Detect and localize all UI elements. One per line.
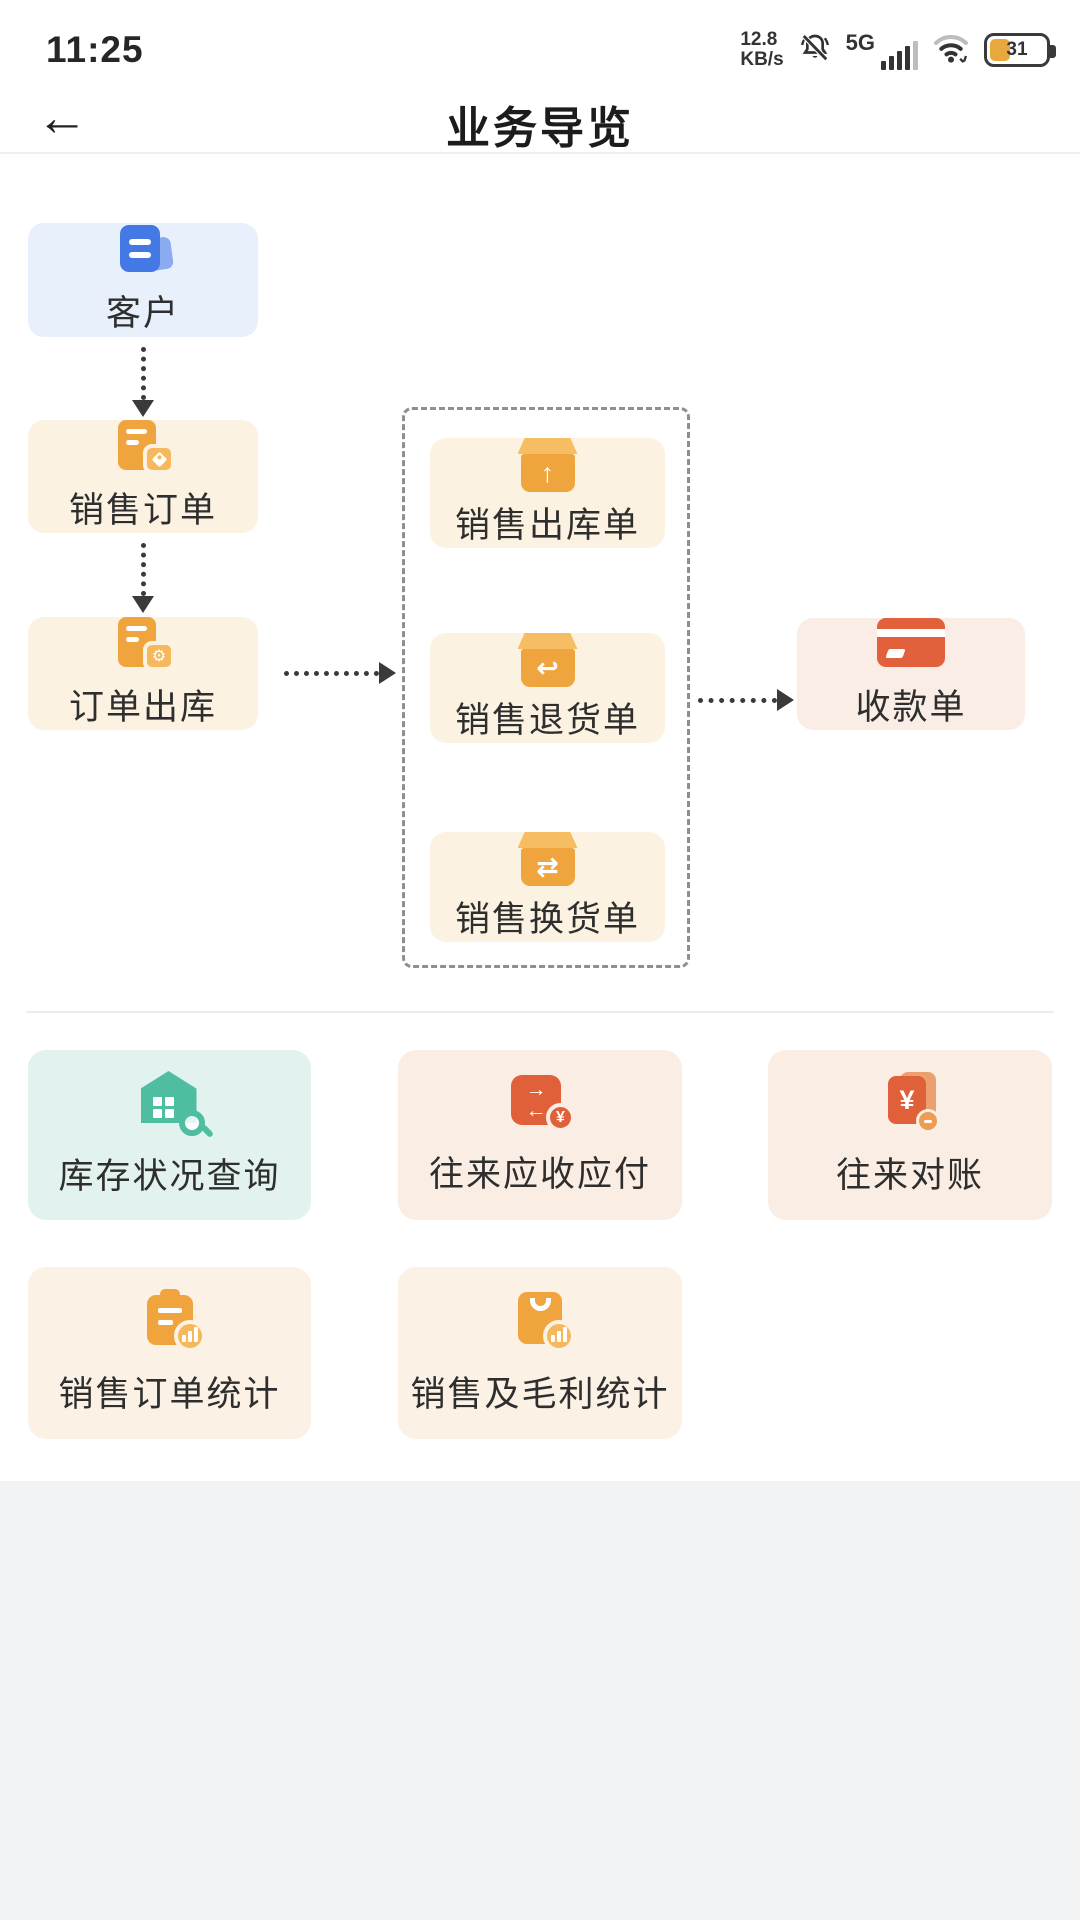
- flow-node-label: 订单出库: [68, 688, 217, 727]
- network-type-label: 5G: [845, 30, 875, 55]
- magnifier-icon: [178, 1110, 205, 1136]
- flow-node-label: 销售退货单: [454, 701, 640, 740]
- arrow-down-customer-to-sales-order: [131, 347, 155, 417]
- flow-node-label: 收款单: [855, 688, 967, 727]
- yuan-coin-icon: ¥: [546, 1103, 575, 1132]
- arrow-down-sales-order-to-outbound: [131, 543, 155, 613]
- status-bar-right: 12.8 KB/s 5G: [740, 30, 1056, 71]
- section-divider: [26, 1011, 1054, 1013]
- flow-node-customer[interactable]: 客户: [28, 223, 258, 337]
- box-exchange-arrows-icon: ⇄: [516, 832, 580, 886]
- wifi-icon: [931, 31, 971, 70]
- coin-badge-icon: [916, 1109, 940, 1133]
- yuan-document-icon: ¥: [880, 1072, 940, 1133]
- network-speed-value: 12.8: [740, 29, 778, 50]
- back-button[interactable]: ←: [36, 89, 88, 147]
- flow-node-sales-outbound-order[interactable]: ↑ 销售出库单: [430, 438, 665, 548]
- page-title: 业务导览: [446, 104, 634, 153]
- flow-node-sales-exchange-order[interactable]: ⇄ 销售换货单: [430, 832, 665, 942]
- bar-chart-badge-icon: [543, 1320, 575, 1352]
- arrow-right-group-to-receipt: [698, 688, 794, 712]
- transfer-arrows-icon: → ← ¥: [509, 1073, 575, 1132]
- arrow-right-outbound-to-group: [284, 661, 396, 685]
- shortcut-sales-profit-stats[interactable]: 销售及毛利统计: [398, 1267, 682, 1439]
- tag-icon: [151, 451, 167, 467]
- shortcut-label: 库存状况查询: [58, 1157, 281, 1196]
- shortcut-label: 往来应收应付: [428, 1155, 651, 1194]
- battery-fill: [990, 39, 1010, 61]
- battery-icon: 31: [984, 33, 1056, 67]
- shortcut-reconciliation[interactable]: ¥ 往来对账: [768, 1050, 1052, 1220]
- battery-nub: [1050, 45, 1056, 58]
- gear-icon: ⚙: [143, 641, 175, 671]
- sales-documents-group: [402, 407, 690, 968]
- shortcut-label: 销售及毛利统计: [410, 1375, 670, 1414]
- status-bar: 11:25 12.8 KB/s 5G: [0, 0, 1080, 90]
- box-return-arrow-icon: ↩: [516, 633, 580, 687]
- shortcut-inventory-query[interactable]: 库存状况查询: [28, 1050, 311, 1220]
- shortcut-sales-order-stats[interactable]: 销售订单统计: [28, 1267, 311, 1439]
- flow-node-sales-return-order[interactable]: ↩ 销售退货单: [430, 633, 665, 743]
- shortcut-receivable-payable[interactable]: → ← ¥ 往来应收应付: [398, 1050, 682, 1220]
- flow-node-label: 销售出库单: [454, 506, 640, 545]
- shortcut-label: 往来对账: [835, 1156, 984, 1195]
- order-outbound-doc-gear-icon: ⚙: [113, 617, 175, 671]
- shortcut-label: 销售订单统计: [58, 1375, 281, 1414]
- cellular-signal: 5G: [846, 30, 918, 70]
- battery-percent: 31: [1006, 39, 1028, 60]
- credit-card-icon: [877, 618, 945, 667]
- sales-order-doc-tag-icon: [113, 420, 175, 474]
- flow-node-label: 销售订单: [68, 491, 217, 530]
- flow-node-label: 客户: [105, 293, 180, 333]
- flow-node-receipt[interactable]: 收款单: [797, 618, 1025, 730]
- signal-bars-icon: [881, 41, 918, 70]
- clipboard-chart-icon: [140, 1289, 206, 1352]
- network-speed-unit: KB/s: [740, 49, 784, 70]
- shopping-bag-chart-icon: [511, 1289, 575, 1352]
- flow-node-sales-order[interactable]: 销售订单: [28, 420, 258, 533]
- box-arrow-up-icon: ↑: [516, 438, 580, 492]
- customer-doc-icon: [114, 224, 175, 273]
- bar-chart-badge-icon: [173, 1320, 206, 1352]
- header: ← 业务导览: [0, 89, 1080, 154]
- flow-node-order-outbound[interactable]: ⚙ 订单出库: [28, 617, 258, 730]
- warehouse-search-icon: [137, 1071, 214, 1139]
- footer-panel: [0, 1481, 1080, 1920]
- network-speed: 12.8 KB/s: [740, 30, 783, 70]
- clock: 11:25: [46, 29, 144, 70]
- mute-bell-icon: [797, 30, 833, 71]
- flow-node-label: 销售换货单: [454, 900, 640, 939]
